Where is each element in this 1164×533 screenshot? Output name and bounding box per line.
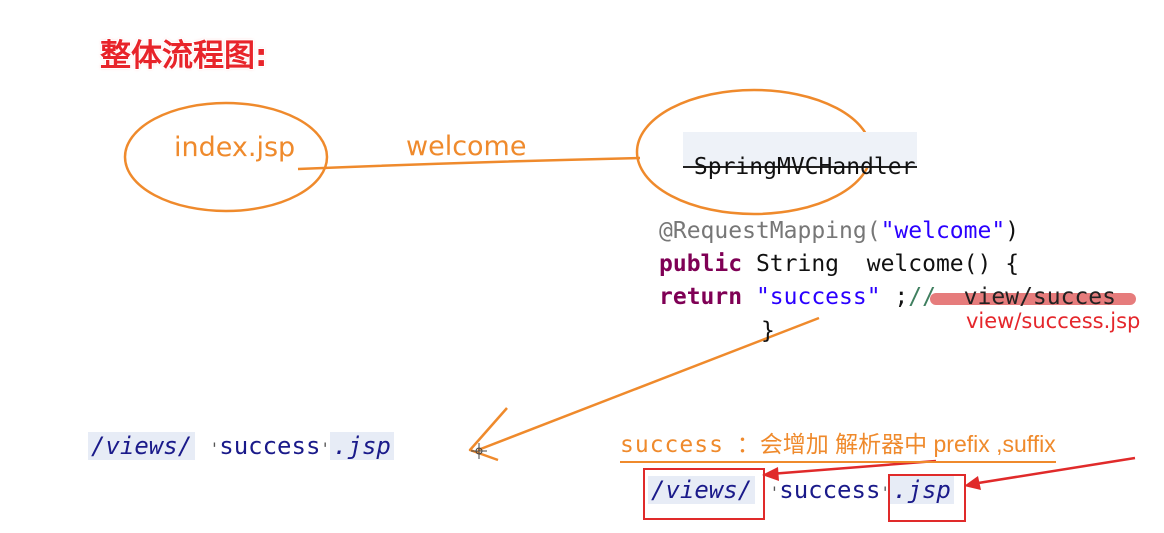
annotation-text: @RequestMapping(	[659, 218, 881, 244]
success-path-note: view/success.jsp	[966, 309, 1141, 333]
quote-close-left: '	[320, 439, 331, 458]
suffix-highlight-box	[888, 474, 966, 522]
annotation-close: )	[1005, 218, 1020, 244]
prefix-pointer-arrowhead	[762, 467, 779, 481]
view-prefix-right: /views/	[648, 476, 756, 504]
return-semicolon: ;	[880, 284, 909, 310]
return-keyword: return	[659, 284, 743, 310]
return-value: "success"	[742, 284, 881, 310]
code-line-annotation: @RequestMapping("welcome")	[659, 216, 1019, 246]
handler-node: SpringMVCHandler	[683, 132, 918, 180]
rule-word: success	[620, 432, 724, 458]
request-edge	[297, 156, 641, 171]
cursor-crosshair-icon	[471, 443, 487, 459]
view-name-left: success	[219, 432, 321, 460]
quote-open-right: '	[769, 483, 780, 502]
index-jsp-node-label: index.jsp	[174, 132, 296, 163]
mapping-value: "welcome"	[880, 218, 1006, 244]
page-title: 整体流程图:	[100, 38, 268, 74]
code-line-signature: public String welcome() {	[659, 249, 1019, 279]
resolver-rule-line: success ：会增加 解析器中 prefix ,suffix	[620, 430, 1056, 463]
view-prefix-left: /views/	[88, 432, 196, 460]
method-signature: String welcome() {	[742, 251, 1020, 277]
resolved-path-left: /views/ 'success'.jsp	[88, 432, 394, 460]
comment-marker: //	[908, 284, 936, 310]
welcome-edge-label: welcome	[406, 131, 527, 162]
handler-node-label: SpringMVCHandler	[693, 154, 916, 180]
struck-comment-text: view/succes	[935, 284, 1116, 310]
quote-open-left: '	[209, 439, 220, 458]
resolve-arrowhead	[468, 407, 508, 462]
suffix-pointer-arrowhead	[964, 476, 981, 490]
prefix-pointer-arrow	[769, 459, 937, 476]
resolve-arrow	[477, 316, 820, 452]
index-ellipse	[123, 101, 329, 213]
view-suffix-left: .jsp	[330, 432, 394, 460]
view-suffix-right: .jsp	[890, 476, 954, 504]
quote-close-right: '	[880, 483, 891, 502]
view-name-right: success	[779, 476, 881, 504]
code-closing-brace: }	[761, 318, 775, 344]
resolved-path-right: /views/ 'success'.jsp	[648, 476, 954, 504]
prefix-highlight-box	[643, 468, 765, 520]
public-keyword: public	[659, 251, 743, 277]
rule-text: ：会增加 解析器中 prefix ,suffix	[723, 431, 1056, 457]
suffix-pointer-arrow	[971, 456, 1136, 486]
code-line-return: return "success" ;// view/succes	[659, 282, 1116, 312]
